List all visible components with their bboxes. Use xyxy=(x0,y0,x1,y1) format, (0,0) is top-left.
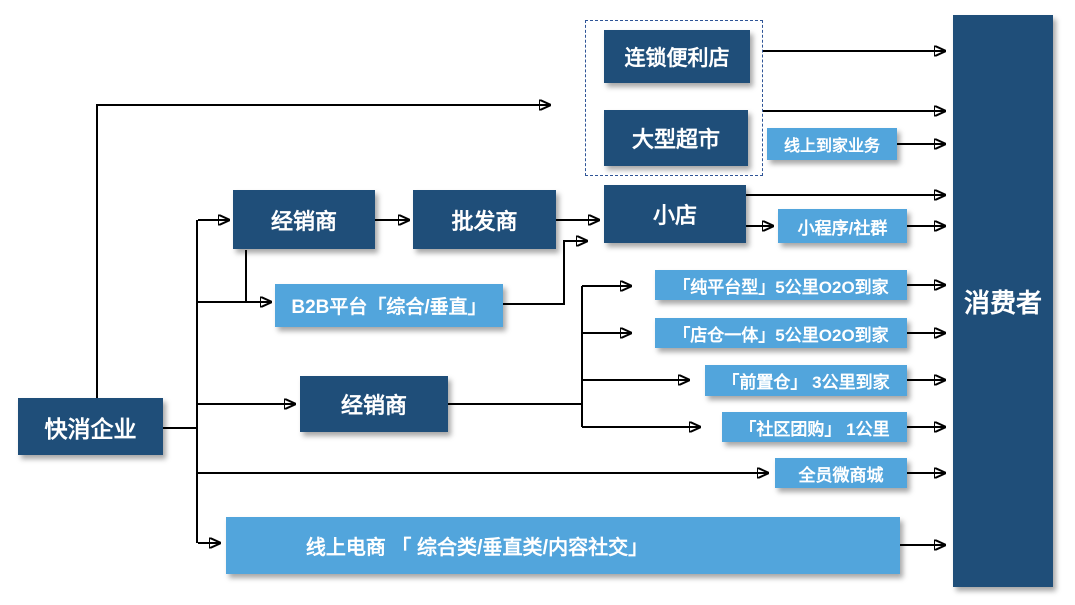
connector-fmcg-to-modern-trade xyxy=(96,105,550,399)
node-distributor-1: 经销商 xyxy=(233,190,375,249)
node-chain-convenience-store: 连锁便利店 xyxy=(604,30,750,83)
node-consumer: 消费者 xyxy=(953,15,1053,587)
node-store-warehouse-o2o: 「店仓一体」5公里O2O到家 xyxy=(655,318,907,348)
node-online-to-home: 线上到家业务 xyxy=(767,128,897,160)
node-miniprogram-community: 小程序/社群 xyxy=(778,209,907,243)
node-hypermarket: 大型超市 xyxy=(604,110,748,166)
node-small-store: 小店 xyxy=(604,185,746,243)
node-distributor-2: 经销商 xyxy=(300,376,448,432)
node-b2b-platform: B2B平台「综合/垂直」 xyxy=(275,284,503,327)
node-community-group-buy: 「社区团购」 1公里 xyxy=(722,412,907,442)
node-wholesaler: 批发商 xyxy=(413,190,556,249)
modern-trade-group-outline xyxy=(585,20,763,176)
node-staff-wechat-mall: 全员微商城 xyxy=(775,458,907,488)
node-online-ecommerce: 线上电商 「 综合类/垂直类/内容社交」 xyxy=(226,517,900,574)
connector-b2b-to-small-store xyxy=(503,241,587,305)
node-pure-platform-o2o: 「纯平台型」5公里O2O到家 xyxy=(655,270,907,300)
node-fmcg-company: 快消企业 xyxy=(18,398,163,455)
connectors xyxy=(96,51,945,545)
node-front-warehouse: 「前置仓」 3公里到家 xyxy=(705,365,907,396)
